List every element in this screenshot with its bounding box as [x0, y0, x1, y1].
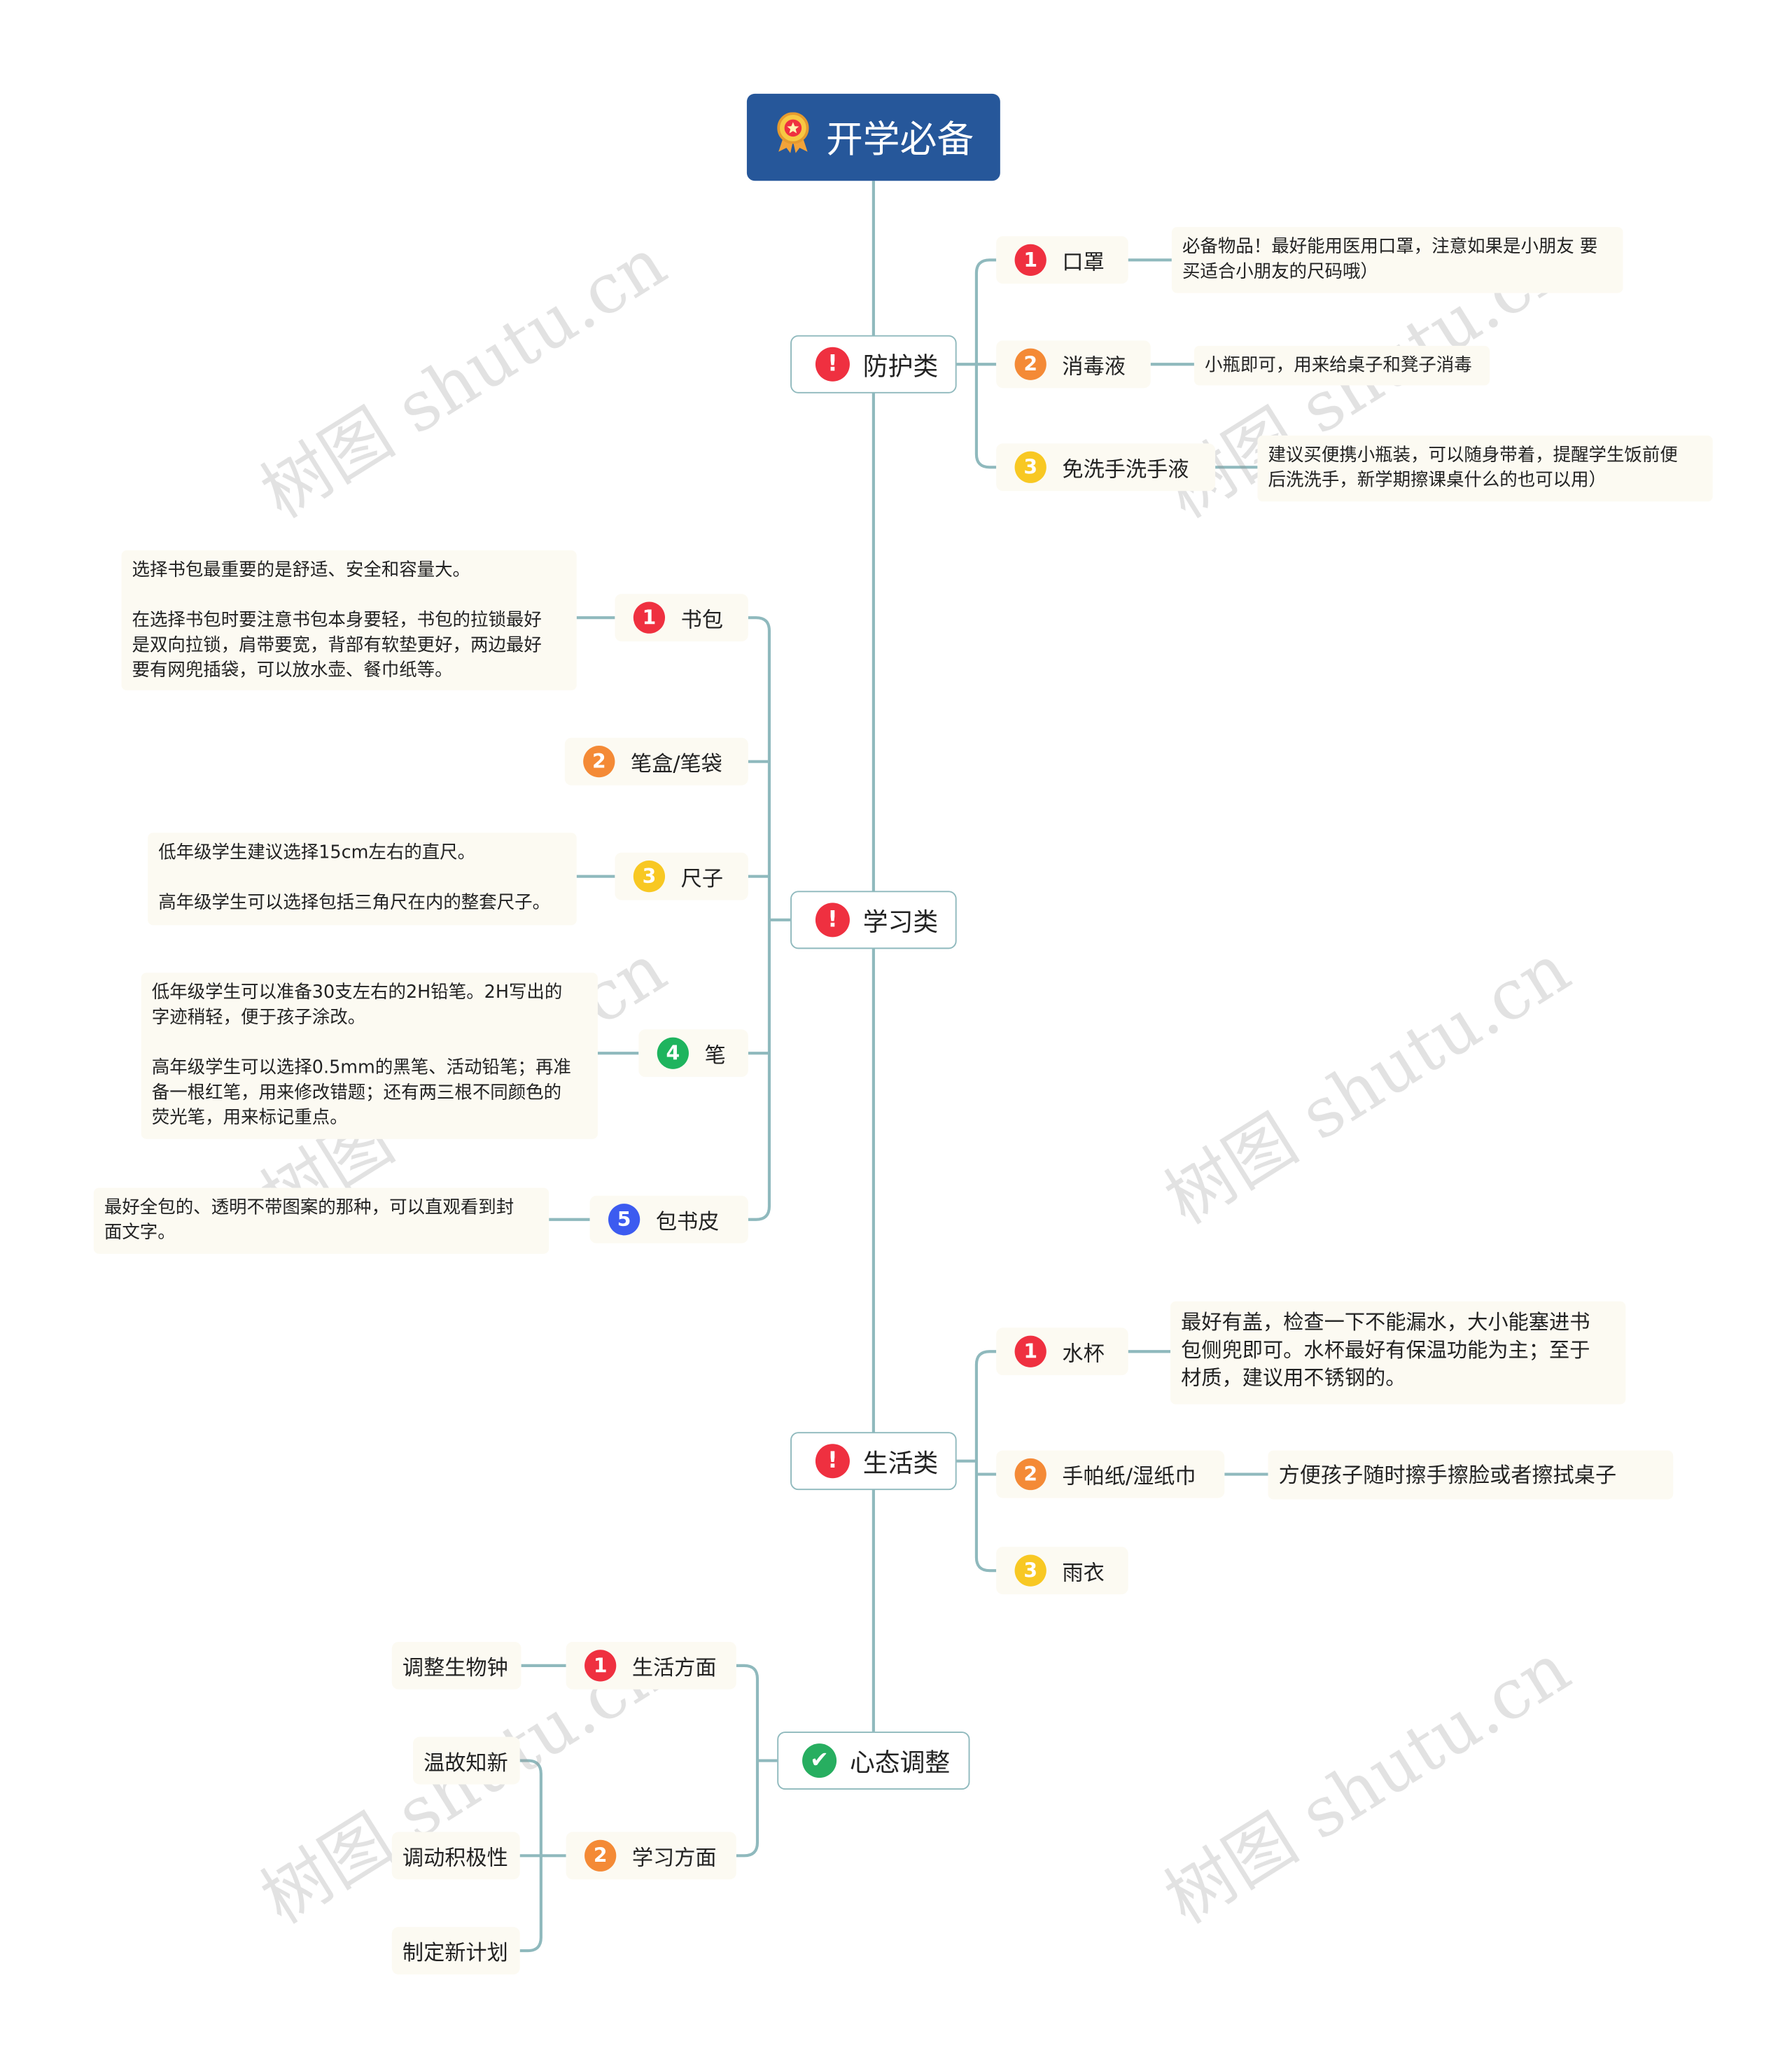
item-baoshupi[interactable]: 5 包书皮 — [589, 1195, 748, 1244]
item-label: 包书皮 — [655, 1208, 720, 1234]
branch-label: 心态调整 — [849, 1748, 951, 1778]
branch-shenghuo[interactable]: ! 生活类 — [790, 1432, 957, 1491]
note-shoupazhi: 方便孩子随时擦手擦脸或者擦拭桌子 — [1268, 1450, 1674, 1500]
branch-xintai[interactable]: ✔ 心态调整 — [777, 1732, 970, 1790]
note-shuibei: 最好有盖，检查一下不能漏水，大小能塞进书 包侧兜即可。水杯最好有保温功能为主；至… — [1170, 1301, 1626, 1405]
note-shubao: 选择书包最重要的是舒适、安全和容量大。 在选择书包时要注意书包本身要轻，书包的拉… — [121, 550, 577, 690]
note-kouzhao: 必备物品！最好能用医用口罩，注意如果是小朋友 要 买适合小朋友的尺码哦） — [1171, 227, 1623, 293]
item-bi[interactable]: 4 笔 — [638, 1029, 748, 1078]
number-badge: 5 — [608, 1204, 640, 1236]
item-bihe[interactable]: 2 笔盒/笔袋 — [564, 737, 748, 786]
root-topic[interactable]: 开学必备 — [746, 93, 1000, 181]
branch-label: 防护类 — [862, 351, 939, 381]
item-shubao[interactable]: 1 书包 — [615, 594, 748, 642]
number-badge: 2 — [1014, 1458, 1046, 1491]
note-mianxi: 建议买便携小瓶装，可以随身带着，提醒学生饭前便 后洗洗手，新学期擦课桌什么的也可… — [1257, 436, 1713, 502]
number-badge: 2 — [584, 1839, 617, 1872]
number-badge: 4 — [657, 1037, 689, 1069]
item-label: 手帕纸/湿纸巾 — [1062, 1463, 1196, 1489]
item-label: 口罩 — [1062, 249, 1105, 275]
item-shoupazhi[interactable]: 2 手帕纸/湿纸巾 — [996, 1450, 1225, 1498]
branch-xuexi[interactable]: ! 学习类 — [790, 891, 957, 949]
number-badge: 1 — [633, 601, 666, 634]
item-label: 生活方面 — [631, 1655, 717, 1680]
root-title: 开学必备 — [825, 117, 974, 161]
number-badge: 2 — [583, 746, 615, 778]
number-badge: 2 — [1014, 348, 1046, 380]
exclamation-icon: ! — [815, 903, 850, 938]
item-xuexifangmian[interactable]: 2 学习方面 — [566, 1832, 736, 1880]
item-mianxi[interactable]: 3 免洗手洗手液 — [996, 443, 1216, 492]
number-badge: 1 — [584, 1650, 617, 1682]
leaf-label: 调动积极性 — [402, 1845, 508, 1871]
note-baoshupi: 最好全包的、透明不带图案的那种，可以直观看到封 面文字。 — [93, 1187, 550, 1254]
number-badge: 1 — [1014, 244, 1046, 276]
item-kouzhao[interactable]: 1 口罩 — [996, 236, 1128, 284]
checkmark-icon: ✔ — [802, 1743, 837, 1778]
leaf-wengu[interactable]: 温故知新 — [413, 1736, 520, 1785]
item-shenghuofangmian[interactable]: 1 生活方面 — [566, 1641, 736, 1690]
item-yuyi[interactable]: 3 雨衣 — [996, 1547, 1128, 1595]
item-shuibei[interactable]: 1 水杯 — [996, 1328, 1128, 1376]
leaf-label: 制定新计划 — [402, 1939, 508, 1965]
number-badge: 1 — [1014, 1335, 1046, 1367]
note-bi: 低年级学生可以准备30支左右的2H铅笔。2H写出的 字迹稍轻，便于孩子涂改。 高… — [141, 973, 598, 1139]
leaf-tiaozheng[interactable]: 调整生物钟 — [391, 1641, 522, 1690]
item-xiaoduye[interactable]: 2 消毒液 — [996, 340, 1151, 389]
item-label: 水杯 — [1062, 1341, 1105, 1366]
item-label: 笔盒/笔袋 — [631, 751, 722, 776]
note-chizi: 低年级学生建议选择15cm左右的直尺。 高年级学生可以选择包括三角尺在内的整套尺… — [148, 833, 577, 926]
note-xiaoduye: 小瓶即可，用来给桌子和凳子消毒 — [1194, 345, 1490, 386]
item-chizi[interactable]: 3 尺子 — [615, 852, 748, 900]
exclamation-icon: ! — [815, 1444, 850, 1479]
item-label: 消毒液 — [1062, 354, 1126, 379]
number-badge: 3 — [1014, 1554, 1046, 1587]
item-label: 雨衣 — [1062, 1560, 1105, 1585]
number-badge: 3 — [633, 861, 666, 893]
branch-fanghu[interactable]: ! 防护类 — [790, 335, 957, 393]
number-badge: 3 — [1014, 451, 1046, 483]
leaf-jihua[interactable]: 制定新计划 — [391, 1927, 520, 1974]
item-label: 学习方面 — [631, 1845, 717, 1871]
leaf-label: 温故知新 — [424, 1750, 508, 1776]
item-label: 笔 — [704, 1043, 726, 1068]
leaf-jijixing[interactable]: 调动积极性 — [391, 1832, 520, 1880]
item-label: 书包 — [680, 607, 724, 632]
leaf-label: 调整生物钟 — [402, 1655, 508, 1680]
branch-label: 学习类 — [862, 907, 939, 937]
exclamation-icon: ! — [815, 347, 850, 382]
award-ribbon-icon — [774, 111, 813, 163]
branch-label: 生活类 — [862, 1448, 939, 1478]
item-label: 免洗手洗手液 — [1062, 457, 1189, 482]
item-label: 尺子 — [680, 865, 724, 891]
